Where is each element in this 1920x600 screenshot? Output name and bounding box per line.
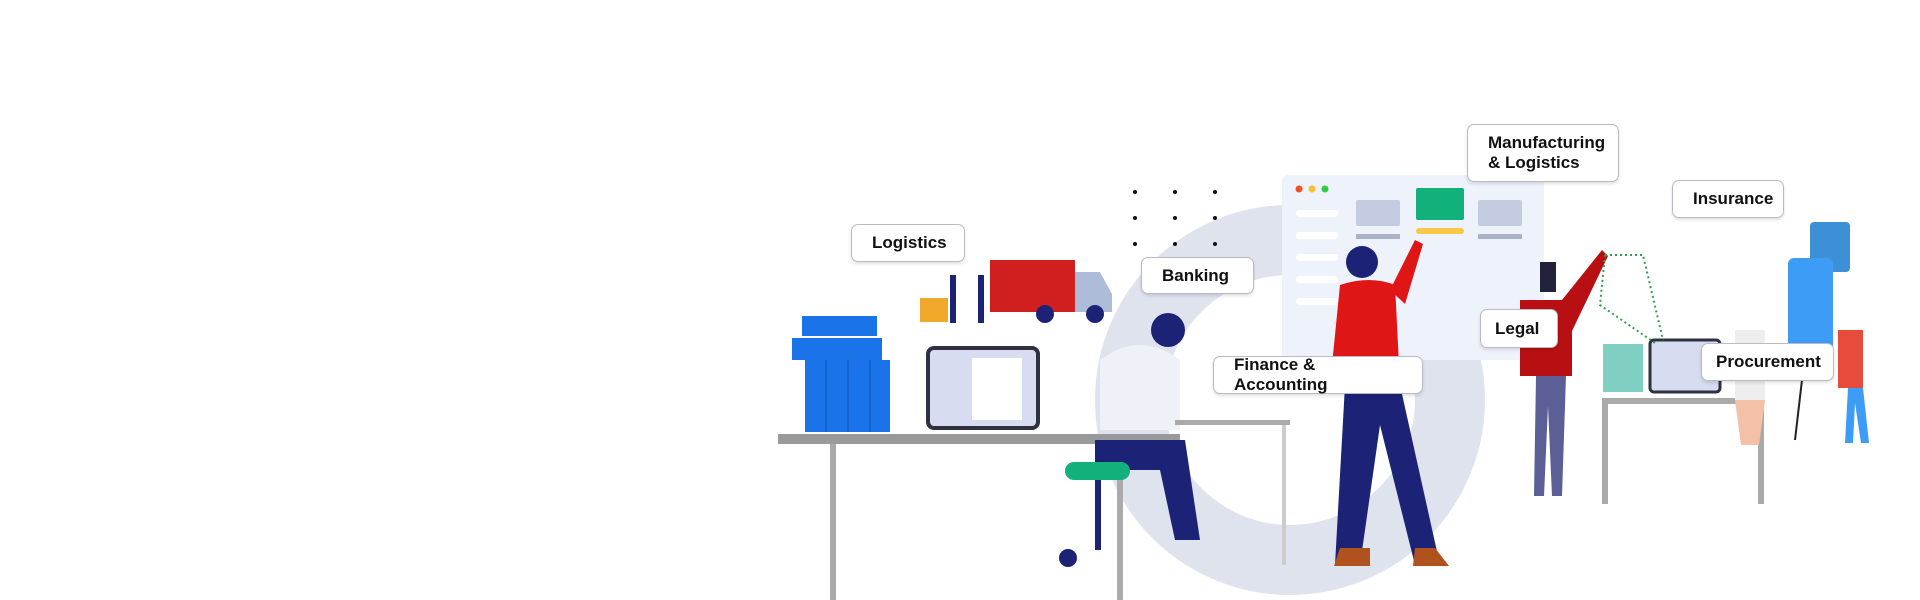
small-desk [1175, 420, 1290, 425]
label-logistics: Logistics [851, 224, 965, 262]
label-insurance: Insurance [1672, 180, 1784, 218]
document-scroll-illustration [1788, 222, 1850, 353]
binders-illustration [792, 316, 890, 432]
label-legal: Legal [1480, 309, 1558, 348]
laptop-illustration [926, 346, 1040, 430]
dot-grid [1133, 190, 1217, 246]
dotted-connector [1598, 254, 1664, 344]
label-procurement: Procurement [1701, 343, 1834, 381]
label-banking: Banking [1141, 257, 1254, 294]
label-finance-accounting: Finance & Accounting [1213, 355, 1423, 394]
seated-person-illustration [1059, 313, 1200, 567]
delivery-truck-illustration [920, 260, 1112, 323]
label-manufacturing-logistics: Manufacturing & Logistics [1467, 124, 1619, 182]
left-desk [778, 434, 1180, 600]
label-manufacturing-line2: & Logistics [1488, 153, 1580, 172]
label-manufacturing-line1: Manufacturing [1488, 133, 1606, 152]
